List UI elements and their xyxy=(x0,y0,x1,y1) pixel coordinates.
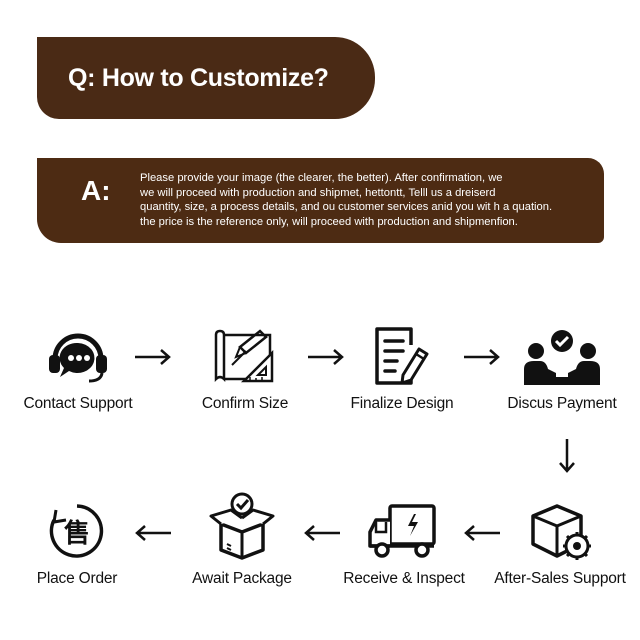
question-text: Q: How to Customize? xyxy=(68,63,329,92)
answer-line: we will proceed with production and ship… xyxy=(140,186,496,199)
arrow-left-icon xyxy=(304,525,340,541)
answer-text: Please provide your image (the clearer, … xyxy=(140,171,595,229)
step-after-sales-support: After-Sales Support xyxy=(485,500,635,588)
question-banner: Q: How to Customize? xyxy=(37,37,375,119)
arrow-right-icon xyxy=(464,349,500,365)
step-label: Confirm Size xyxy=(201,395,289,412)
delivery-truck-icon xyxy=(368,504,436,558)
step-label: Finalize Design xyxy=(350,395,454,412)
answer-line: the price is the reference only, will pr… xyxy=(140,215,518,228)
step-discus-payment: Discus Payment xyxy=(487,325,637,413)
box-gear-icon xyxy=(531,504,591,560)
arrow-left-icon xyxy=(135,525,171,541)
step-label: Place Order xyxy=(36,570,118,587)
arrow-down-icon xyxy=(559,439,575,473)
document-pencil-icon xyxy=(375,327,429,385)
step-receive-inspect: Receive & Inspect xyxy=(329,500,479,588)
open-box-check-icon xyxy=(209,492,275,560)
step-place-order: 售 Place Order xyxy=(2,500,152,588)
order-glyph: 售 xyxy=(64,518,90,549)
arrow-left-icon xyxy=(464,525,500,541)
answer-banner: A: Please provide your image (the cleare… xyxy=(37,158,604,243)
answer-line: Please provide your image (the clearer, … xyxy=(140,172,503,184)
meeting-checkmark-icon xyxy=(524,330,600,385)
answer-label: A: xyxy=(81,175,111,206)
blueprint-ruler-icon xyxy=(214,329,274,383)
step-finalize-design: Finalize Design xyxy=(327,325,477,413)
arrow-right-icon xyxy=(308,349,344,365)
step-confirm-size: Confirm Size xyxy=(170,325,320,413)
order-circle-icon: 售 xyxy=(49,504,104,558)
step-label: Receive & Inspect xyxy=(343,570,465,587)
step-label: After-Sales Support xyxy=(494,570,626,587)
step-label: Await Package xyxy=(192,570,292,587)
step-await-package: Await Package xyxy=(167,492,317,588)
answer-line: quantity, size, a process details, and o… xyxy=(140,201,553,214)
step-label: Contact Support xyxy=(23,395,133,412)
step-contact-support: Contact Support xyxy=(3,325,153,413)
headset-chat-icon xyxy=(49,333,107,383)
arrow-right-icon xyxy=(135,349,171,365)
step-label: Discus Payment xyxy=(507,395,617,412)
